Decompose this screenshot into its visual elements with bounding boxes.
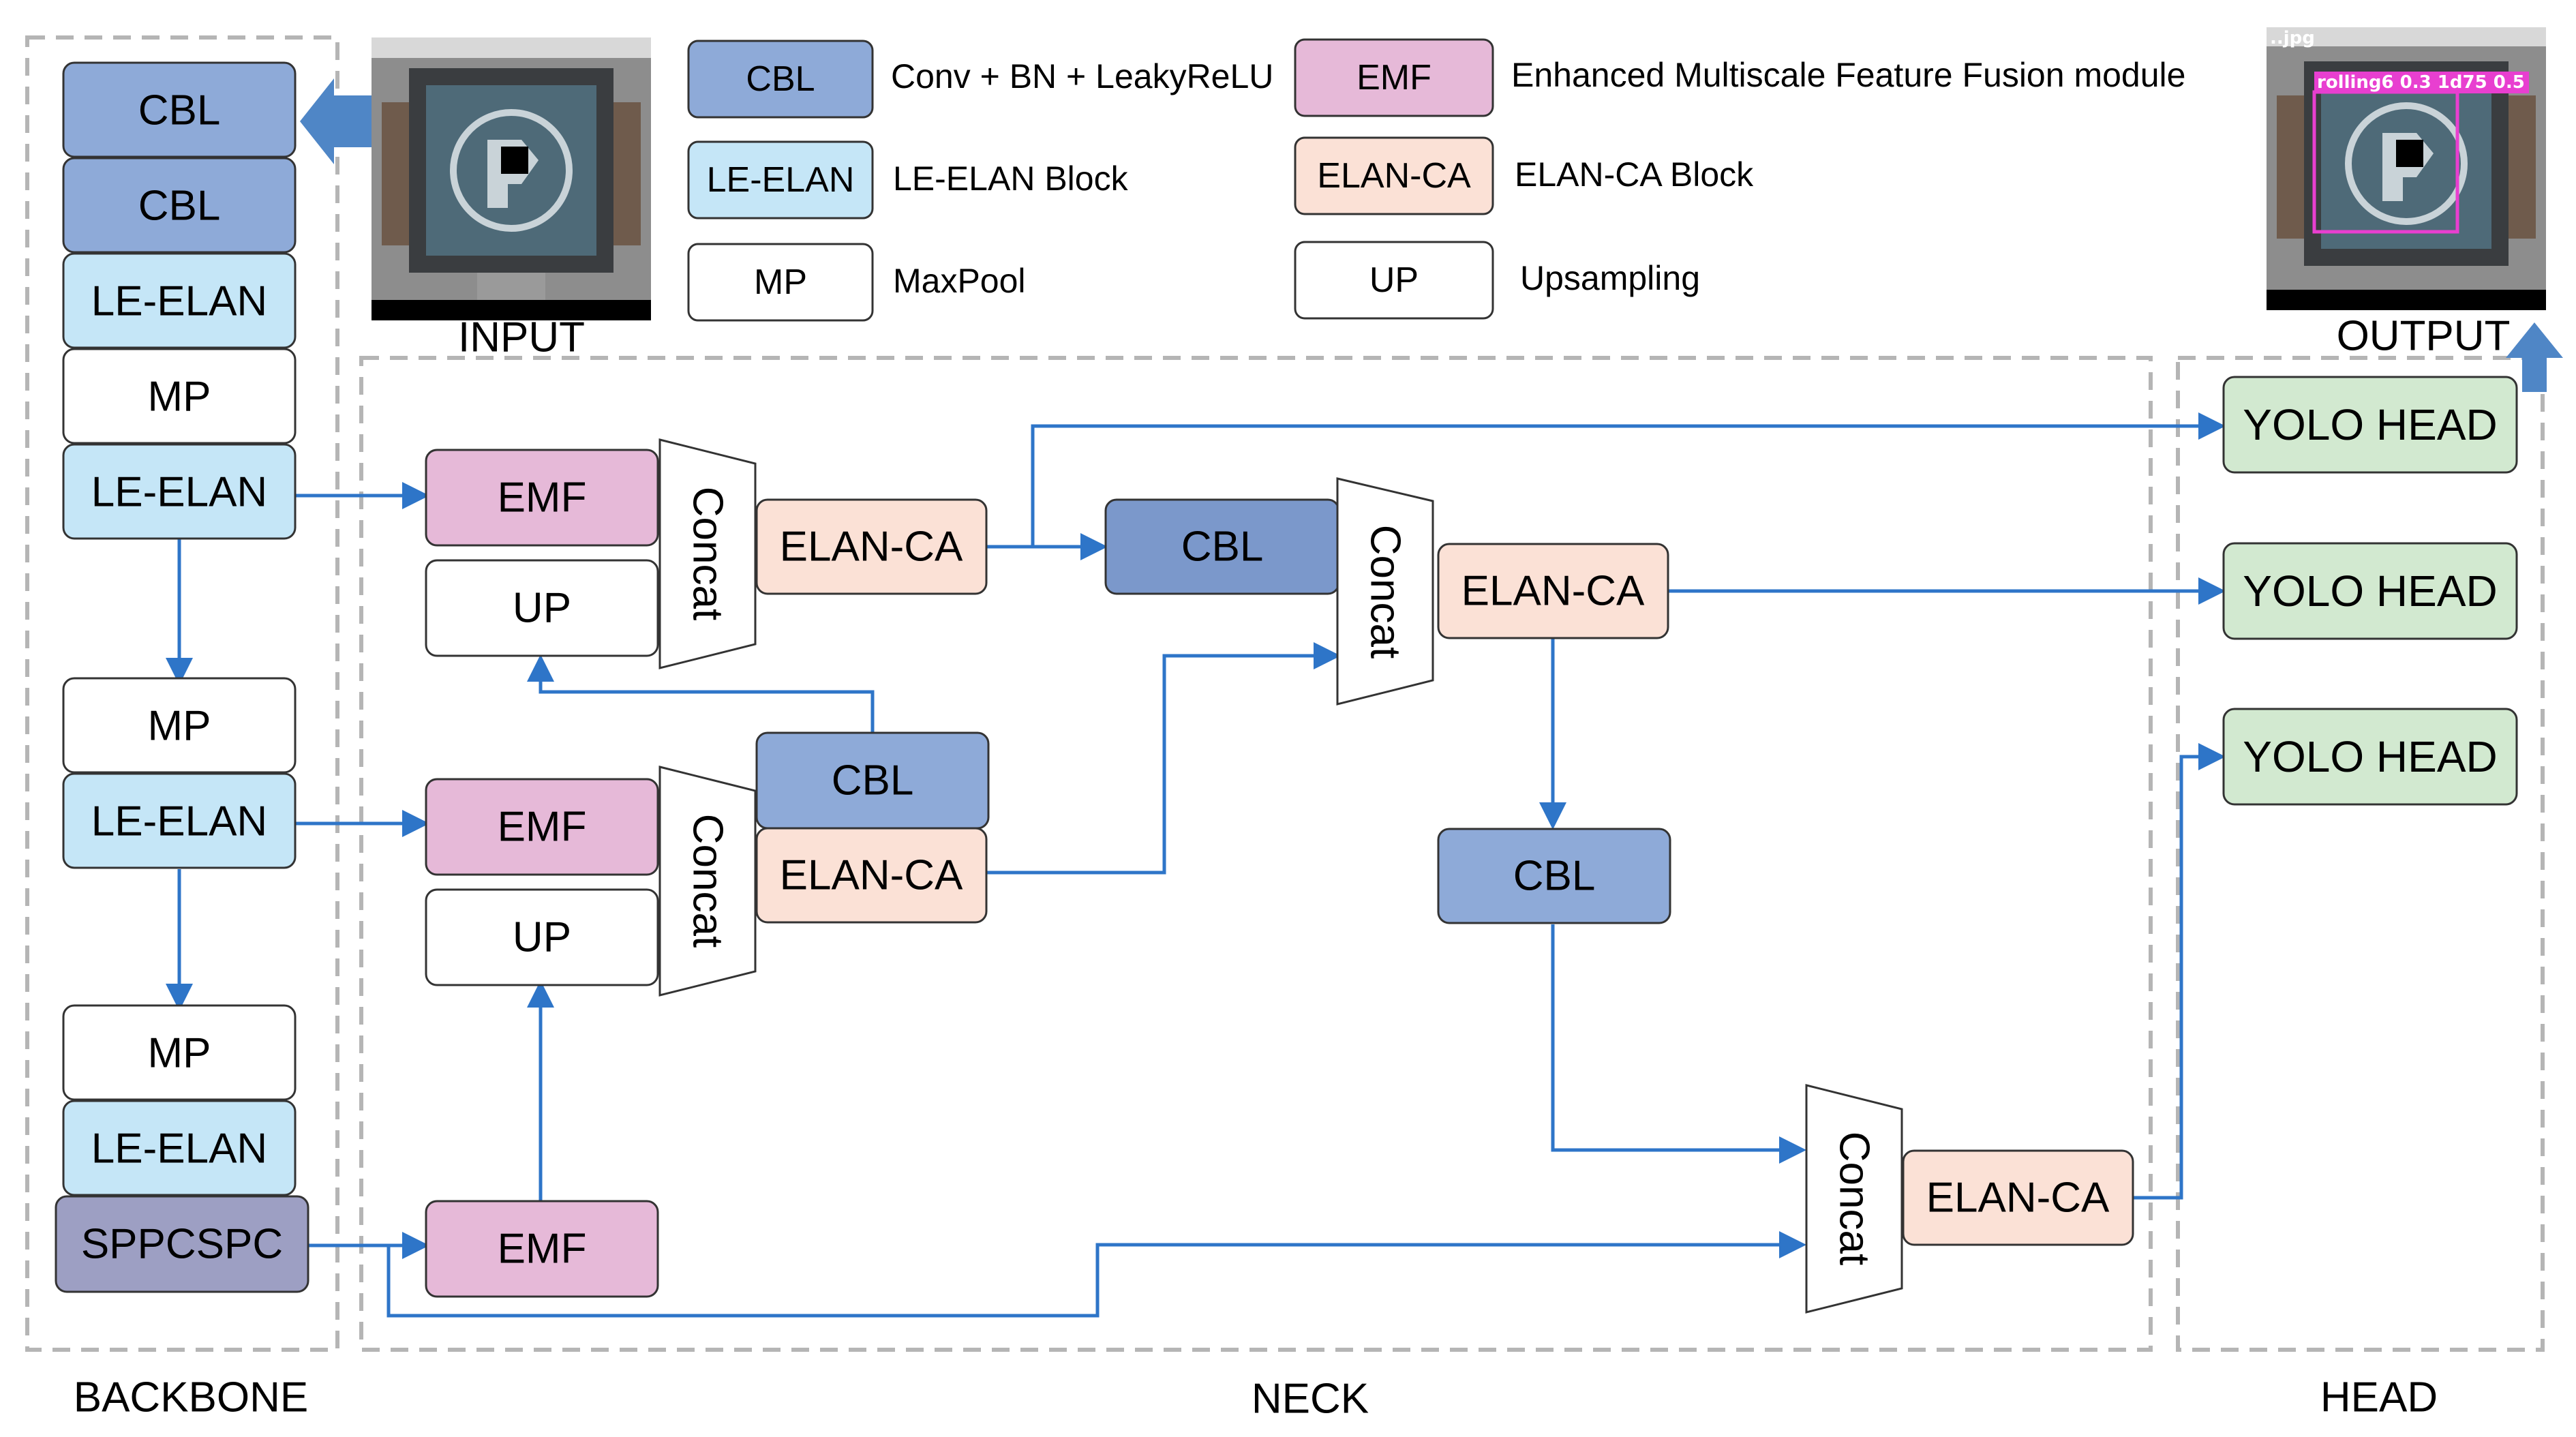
head-frame [2176, 356, 2545, 1352]
neck-elan-ca-3-label: ELAN-CA [780, 852, 963, 899]
neck-cbl-c-label: CBL [1513, 853, 1596, 900]
backbone-le-elan-1 [62, 252, 297, 349]
detection-label: rolling6 0.3 1d75 0.5 [2317, 72, 2525, 93]
backbone-le-elan-3 [62, 772, 297, 869]
legend-le-elan-abbr: LE-ELAN [707, 160, 855, 200]
legend-up-abbr: UP [1369, 260, 1419, 300]
backbone-cbl-1-label: CBL [138, 87, 221, 134]
backbone-sppcspc [55, 1195, 309, 1293]
legend-elan-ca-abbr: ELAN-CA [1317, 156, 1471, 196]
neck-blocks: EMF UP Concat ELAN-CA CBL Concat ELAN-CA… [425, 438, 2134, 1314]
legend-emf-desc: Enhanced Multiscale Feature Fusion modul… [1511, 56, 2185, 94]
neck-concat-4-label: Concat [1831, 1132, 1878, 1265]
backbone-mp-1 [62, 348, 297, 444]
backbone-label: BACKBONE [74, 1374, 309, 1421]
flow-connectors [166, 412, 2226, 1318]
neck-elan-ca-2-label: ELAN-CA [1461, 568, 1645, 615]
backbone-cbl-2-label: CBL [138, 183, 221, 230]
neck-up-1-label: UP [513, 585, 571, 632]
output-label: OUTPUT [2337, 313, 2511, 360]
backbone-le-elan-2 [62, 443, 297, 540]
backbone-le-elan-1-label: LE-ELAN [91, 278, 267, 325]
neck-concat-2-label: Concat [1362, 525, 1409, 659]
neck-elan-ca-4-label: ELAN-CA [1926, 1175, 2110, 1222]
input-arrow-icon [300, 78, 372, 164]
neck-elan-ca-1 [755, 498, 988, 595]
neck-up-2-label: UP [513, 914, 571, 961]
yolo-head-3-label: YOLO HEAD [2243, 732, 2497, 781]
legend-emf-abbr: EMF [1357, 58, 1431, 97]
backbone-mp-2 [62, 677, 297, 774]
yolo-head-1 [2222, 376, 2518, 474]
head-blocks: YOLO HEAD YOLO HEAD YOLO HEAD [2222, 376, 2518, 806]
backbone-mp-1-label: MP [148, 374, 211, 421]
neck-cbl-c [1437, 828, 1671, 924]
backbone-sppcspc-label: SPPCSPC [81, 1221, 283, 1268]
neck-cbl-b-label: CBL [832, 757, 914, 804]
input-image [372, 37, 651, 320]
legend-cbl-desc: Conv + BN + LeakyReLU [891, 57, 1273, 95]
neck-elan-ca-3 [755, 827, 988, 924]
neck-concat-1 [658, 438, 757, 669]
legend: CBL Conv + BN + LeakyReLU LE-ELAN LE-ELA… [687, 38, 2185, 322]
neck-emf-3-label: EMF [498, 1226, 587, 1273]
output-arrow-icon [2506, 322, 2563, 392]
backbone-le-elan-3-label: LE-ELAN [91, 798, 267, 845]
yolo-head-2-label: YOLO HEAD [2243, 566, 2497, 616]
backbone-blocks: CBL CBL LE-ELAN MP LE-ELAN MP LE-ELAN MP… [55, 61, 309, 1293]
neck-elan-ca-4 [1902, 1149, 2134, 1246]
neck-elan-ca-1-label: ELAN-CA [780, 524, 963, 571]
neck-emf-1 [425, 449, 659, 547]
input-label: INPUT [458, 314, 585, 361]
backbone-le-elan-2-label: LE-ELAN [91, 469, 267, 516]
backbone-cbl-1 [62, 61, 297, 158]
neck-emf-1-label: EMF [498, 474, 587, 521]
neck-emf-2-label: EMF [498, 804, 587, 851]
legend-cbl-abbr: CBL [746, 59, 815, 99]
yolo-head-3 [2222, 708, 2518, 806]
output-image [2267, 27, 2546, 310]
output-filename: ..jpg [2270, 28, 2315, 48]
backbone-cbl-2 [62, 157, 297, 254]
backbone-le-elan-4-label: LE-ELAN [91, 1125, 267, 1173]
neck-concat-4 [1805, 1084, 1903, 1314]
legend-mp-desc: MaxPool [893, 262, 1026, 300]
legend-le-elan-desc: LE-ELAN Block [893, 160, 1129, 198]
neck-concat-1-label: Concat [684, 487, 731, 620]
backbone-mp-2-label: MP [148, 703, 211, 750]
neck-cbl-a-label: CBL [1181, 524, 1264, 571]
neck-emf-3 [425, 1200, 659, 1298]
backbone-frame [25, 35, 339, 1352]
yolo-head-1-label: YOLO HEAD [2243, 400, 2497, 449]
legend-mp-abbr: MP [754, 262, 807, 302]
neck-frame [359, 356, 2153, 1352]
legend-elan-ca-desc: ELAN-CA Block [1515, 155, 1754, 194]
neck-concat-3 [658, 766, 757, 997]
backbone-mp-3-label: MP [148, 1030, 211, 1077]
head-label: HEAD [2320, 1374, 2438, 1421]
neck-concat-3-label: Concat [684, 814, 731, 948]
legend-up-desc: Upsampling [1520, 259, 1700, 297]
neck-concat-2 [1336, 477, 1434, 706]
neck-up-1 [425, 559, 659, 657]
neck-emf-2 [425, 778, 659, 876]
neck-elan-ca-2 [1437, 543, 1669, 639]
neck-label: NECK [1252, 1376, 1369, 1423]
neck-up-2 [425, 888, 659, 986]
yolo-head-2 [2222, 542, 2518, 640]
backbone-le-elan-4 [62, 1100, 297, 1196]
backbone-mp-3 [62, 1004, 297, 1101]
